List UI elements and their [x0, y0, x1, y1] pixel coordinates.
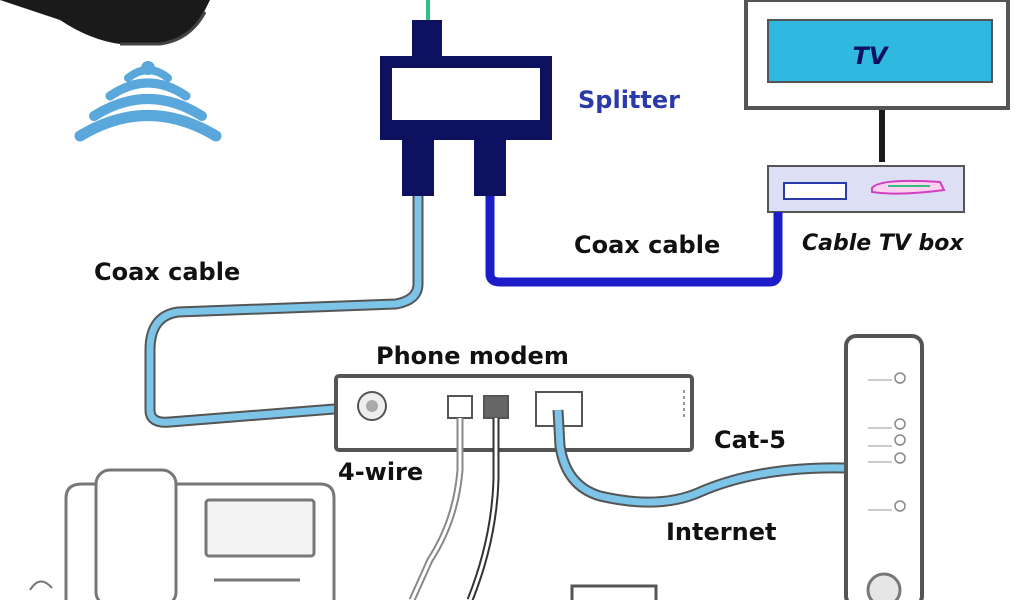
tv-label: TV [853, 42, 890, 70]
coax-cable-right-label: Coax cable [574, 231, 720, 259]
coax-cable-left-label: Coax cable [94, 258, 240, 286]
cable-tv-box-label: Cable TV box [802, 231, 964, 256]
router-tower [844, 334, 924, 600]
internet-label: Internet [666, 518, 776, 546]
splitter-label: Splitter [578, 86, 680, 114]
four-wire-label: 4-wire [338, 458, 423, 486]
wifi-icon [74, 61, 222, 142]
splitter [380, 20, 552, 196]
phone-wires [408, 418, 500, 600]
telephone [29, 468, 336, 600]
phone-modem-label: Phone modem [376, 342, 569, 370]
tv [744, 0, 1010, 162]
cable-tv-box [767, 165, 965, 213]
coax-cable-to-tv-box [485, 196, 783, 287]
router-device [0, 0, 210, 46]
wall-jack [570, 584, 658, 600]
cat5-label: Cat-5 [714, 426, 786, 454]
phone-modem [334, 374, 694, 452]
